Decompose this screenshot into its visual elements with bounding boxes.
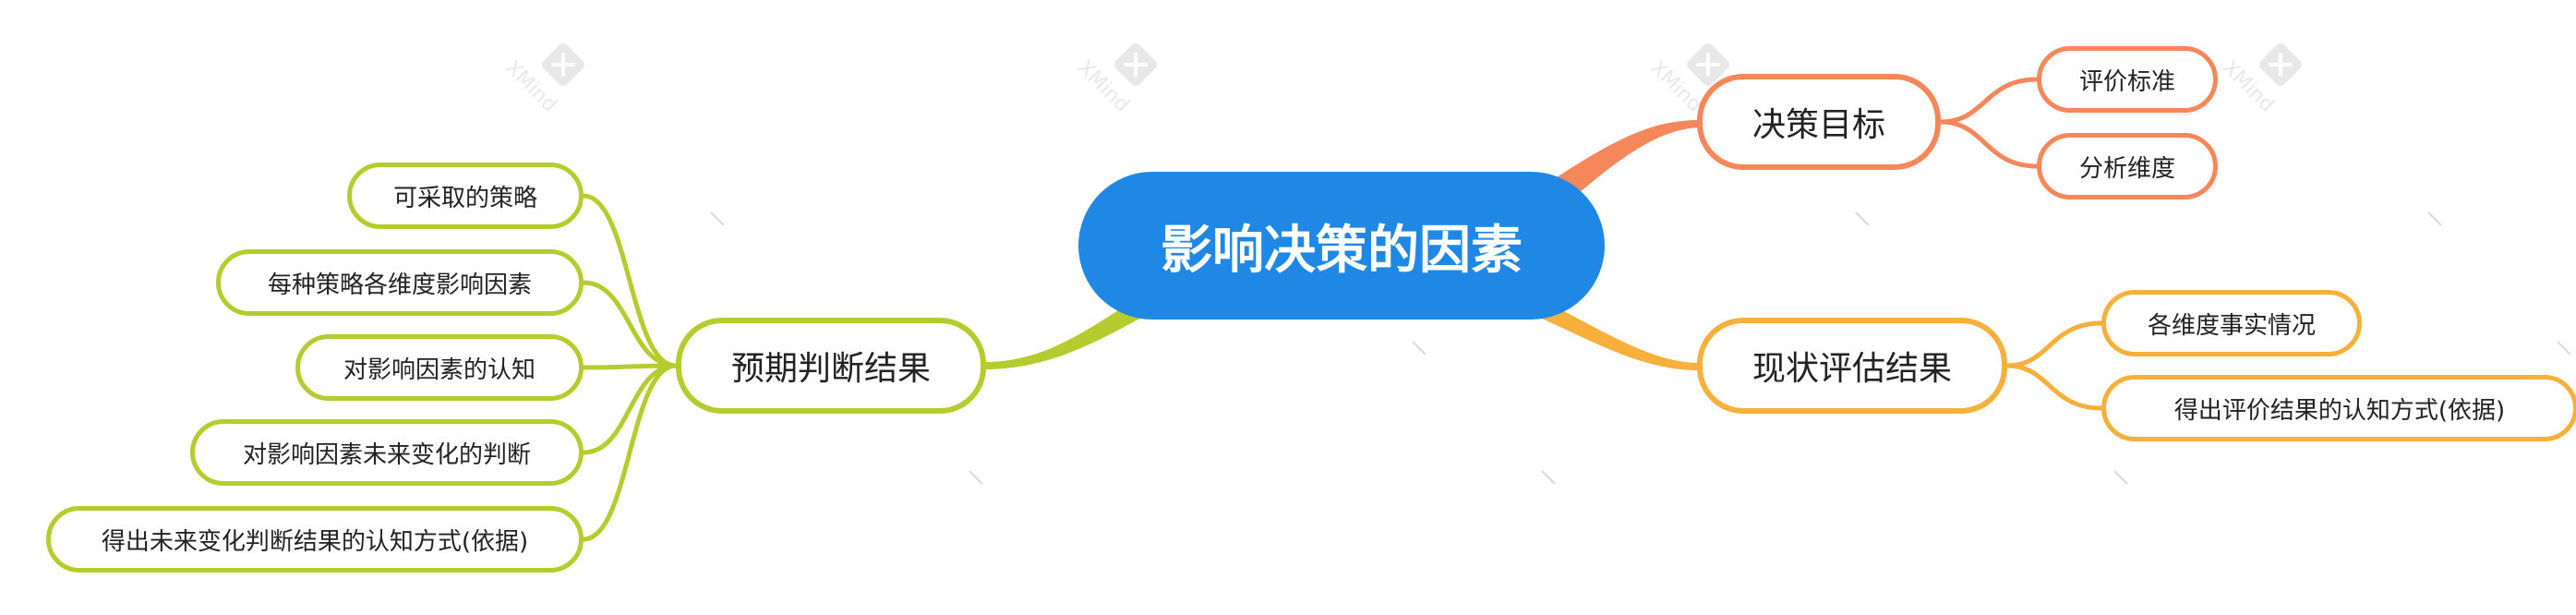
- subtopic-label: 每种策略各维度影响因素: [267, 271, 532, 299]
- subtopic-label: 得出评价结果的认知方式(依据): [2173, 396, 2506, 425]
- watermark-dash: [2113, 470, 2128, 485]
- subtopic-strategy-dimension-factors[interactable]: 每种策略各维度影响因素: [216, 249, 584, 316]
- subtopic-label: 评价标准: [2078, 67, 2175, 96]
- watermark-dash: [1855, 211, 1870, 226]
- watermark-dash: [1541, 470, 1556, 485]
- topic-expected-judgment-label: 预期判断结果: [730, 350, 931, 388]
- connector-decision-goal-dimensions: [1938, 119, 2040, 169]
- watermark-dash: [2427, 211, 2442, 226]
- connector-central-status-evaluation: [1542, 305, 1699, 370]
- watermark-dash: [710, 211, 725, 226]
- topic-status-evaluation[interactable]: 现状评估结果: [1697, 318, 2007, 414]
- xmind-logo-icon: XMind: [500, 43, 584, 117]
- topic-decision-goal[interactable]: 决策目标: [1697, 74, 1941, 170]
- subtopic-label: 可采取的策略: [392, 184, 537, 212]
- subtopic-evaluation-cognition-basis[interactable]: 得出评价结果的认知方式(依据): [2101, 375, 2576, 441]
- topic-status-evaluation-label: 现状评估结果: [1751, 350, 1952, 388]
- central-topic-label: 影响决策的因素: [1161, 220, 1523, 281]
- subtopic-label: 得出未来变化判断结果的认知方式(依据): [101, 527, 529, 556]
- connector-expected-child-4: [581, 363, 679, 542]
- subtopic-factor-cognition[interactable]: 对影响因素的认知: [295, 334, 584, 401]
- connector-status-basis: [2004, 363, 2104, 411]
- subtopic-label: 分析维度: [2078, 154, 2175, 183]
- subtopic-future-cognition-basis[interactable]: 得出未来变化判断结果的认知方式(依据): [46, 506, 584, 573]
- connector-central-expected-judgment: [984, 305, 1141, 369]
- subtopic-facts-by-dimension[interactable]: 各维度事实情况: [2101, 290, 2362, 356]
- topic-decision-goal-label: 决策目标: [1751, 106, 1885, 144]
- subtopic-label: 各维度事实情况: [2147, 311, 2316, 340]
- connector-expected-child-3: [581, 363, 679, 455]
- subtopic-label: 对影响因素未来变化的判断: [242, 440, 531, 469]
- central-topic[interactable]: 影响决策的因素: [1078, 172, 1605, 320]
- subtopic-factor-future-change[interactable]: 对影响因素未来变化的判断: [190, 419, 584, 486]
- connector-decision-goal-criteria: [1938, 77, 2040, 125]
- subtopic-evaluation-criteria[interactable]: 评价标准: [2037, 46, 2218, 113]
- connector-expected-child-0: [581, 193, 679, 368]
- topic-expected-judgment[interactable]: 预期判断结果: [676, 318, 986, 414]
- subtopic-available-strategies[interactable]: 可采取的策略: [347, 163, 584, 229]
- connector-central-decision-goal: [1551, 120, 1699, 201]
- watermark-dash: [969, 470, 983, 485]
- connector-layer: [581, 77, 2104, 542]
- subtopic-analysis-dimensions[interactable]: 分析维度: [2037, 133, 2218, 199]
- connector-expected-child-1: [581, 280, 679, 368]
- watermark-dash: [1412, 341, 1426, 356]
- connector-status-facts: [2004, 320, 2104, 368]
- watermark-dash: [2557, 341, 2571, 356]
- xmind-logo-icon: XMind: [1073, 43, 1157, 117]
- subtopic-label: 对影响因素的认知: [343, 356, 536, 384]
- connector-expected-child-2: [581, 363, 679, 370]
- xmind-logo-icon: XMind: [2218, 43, 2302, 117]
